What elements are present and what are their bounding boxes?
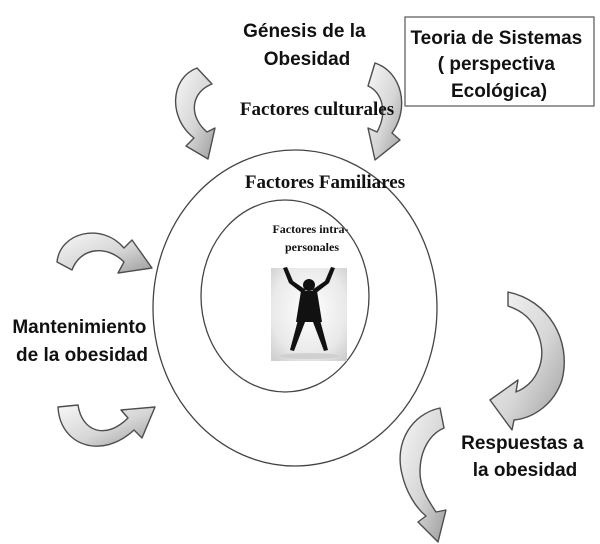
cultural-factors-label: Factores culturales — [240, 99, 394, 120]
curved-arrow-icon — [174, 67, 216, 160]
person-arms-raised-silhouette — [271, 267, 347, 361]
family-factors-label: Factores Familiares — [245, 172, 405, 193]
curved-arrow-icon — [367, 62, 403, 161]
theory-box — [404, 16, 595, 107]
genesis-title: Génesis de la Obesidad — [243, 21, 371, 70]
intrapersonal-factors-label: Factores intra- personales — [272, 222, 351, 254]
curved-arrow-icon — [399, 407, 447, 543]
curved-arrow-icon — [57, 404, 156, 447]
curved-arrow-icon — [56, 232, 153, 274]
maintenance-label: Mantenimiento de la obesidad — [12, 317, 151, 366]
curved-arrow-icon — [489, 291, 565, 431]
responses-label: Respuestas a la obesidad — [461, 433, 589, 481]
theory-title: Teoria de Sistemas ( perspectiva Ecológi… — [410, 28, 587, 102]
